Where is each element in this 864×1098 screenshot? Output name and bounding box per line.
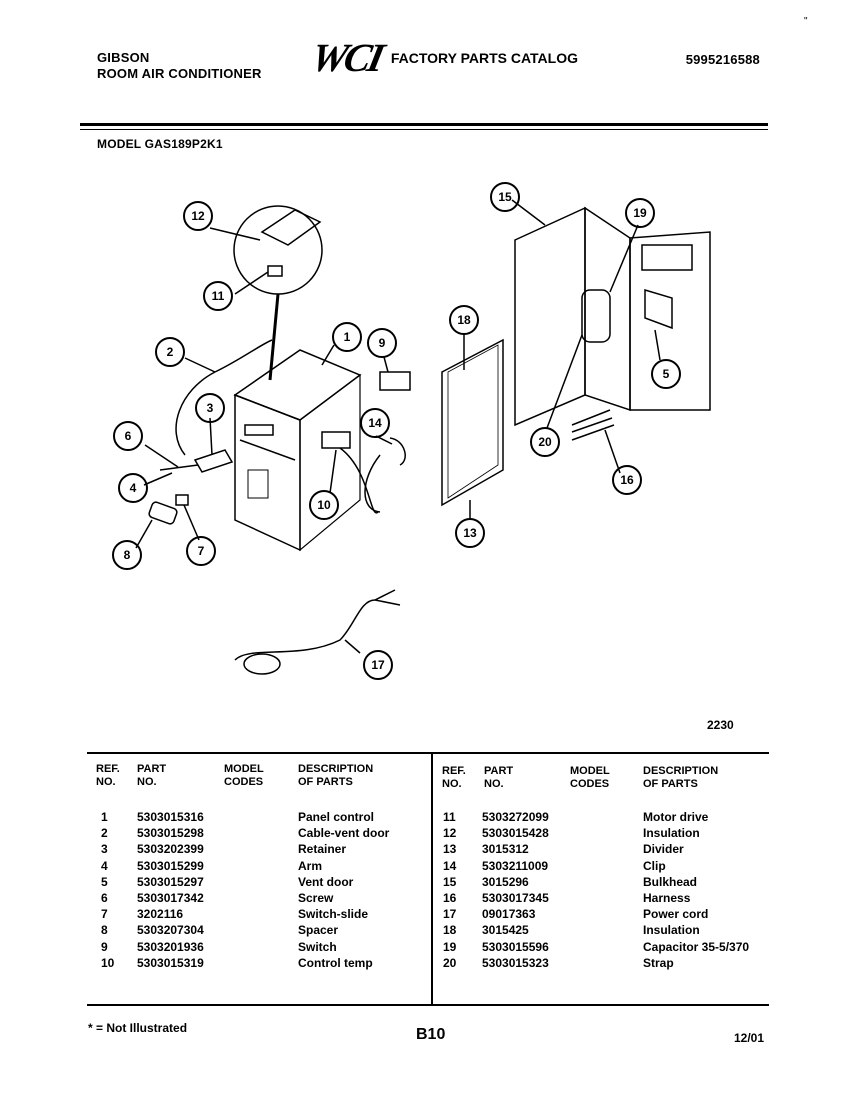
inset-part (260, 209, 322, 246)
wci-logo: WCI (307, 35, 386, 80)
header-ref-right: REF.NO. (442, 765, 466, 790)
exploded-parts-diagram: 1 2 3 4 5 6 7 8 9 10 11 12 13 14 15 16 1… (112, 182, 711, 680)
callout-7: 7 (198, 544, 205, 558)
header-rule-thin (80, 129, 768, 130)
header-ref: REF.NO. (96, 763, 120, 788)
callout-16: 16 (620, 473, 634, 487)
callout-12: 12 (191, 209, 205, 223)
callout-8: 8 (124, 548, 131, 562)
callout-10: 10 (317, 498, 331, 512)
logo-block: WCI FACTORY PARTS CATALOG (307, 35, 579, 80)
header-rule (80, 123, 768, 126)
brand-name: GIBSON (97, 50, 150, 65)
revision-date: 12/01 (734, 1031, 765, 1045)
callout-13: 13 (463, 526, 477, 540)
model-number: MODEL GAS189P2K1 (97, 137, 223, 151)
detail-inset-circle (233, 205, 323, 295)
callout-15: 15 (498, 190, 512, 204)
catalog-title: FACTORY PARTS CATALOG (390, 50, 579, 66)
figure-number: 2230 (707, 718, 734, 732)
brand-block: GIBSON ROOM AIR CONDITIONER (97, 50, 262, 82)
corner-mark: " (804, 16, 808, 27)
callout-3: 3 (207, 401, 214, 415)
callout-4: 4 (130, 481, 137, 495)
callout-5: 5 (663, 367, 670, 381)
page-number: B10 (416, 1026, 446, 1043)
callout-9: 9 (379, 336, 386, 350)
product-name: ROOM AIR CONDITIONER (97, 66, 262, 81)
callout-2: 2 (167, 345, 174, 359)
callout-18: 18 (457, 313, 471, 327)
table-divider (431, 752, 433, 1004)
table-row: 1 (101, 810, 108, 824)
callout-6: 6 (125, 429, 132, 443)
table-top-rule (87, 752, 769, 754)
callout-17: 17 (371, 658, 385, 672)
callout-11: 11 (212, 289, 225, 303)
callout-20: 20 (538, 435, 552, 449)
callout-14: 14 (368, 416, 382, 430)
table-bottom-rule (87, 1004, 769, 1006)
callout-19: 19 (633, 206, 647, 220)
not-illustrated-note: * = Not Illustrated (88, 1021, 188, 1035)
control-panel-drawing (233, 349, 362, 552)
catalog-number: 5995216588 (685, 52, 760, 67)
callout-1: 1 (344, 330, 351, 344)
